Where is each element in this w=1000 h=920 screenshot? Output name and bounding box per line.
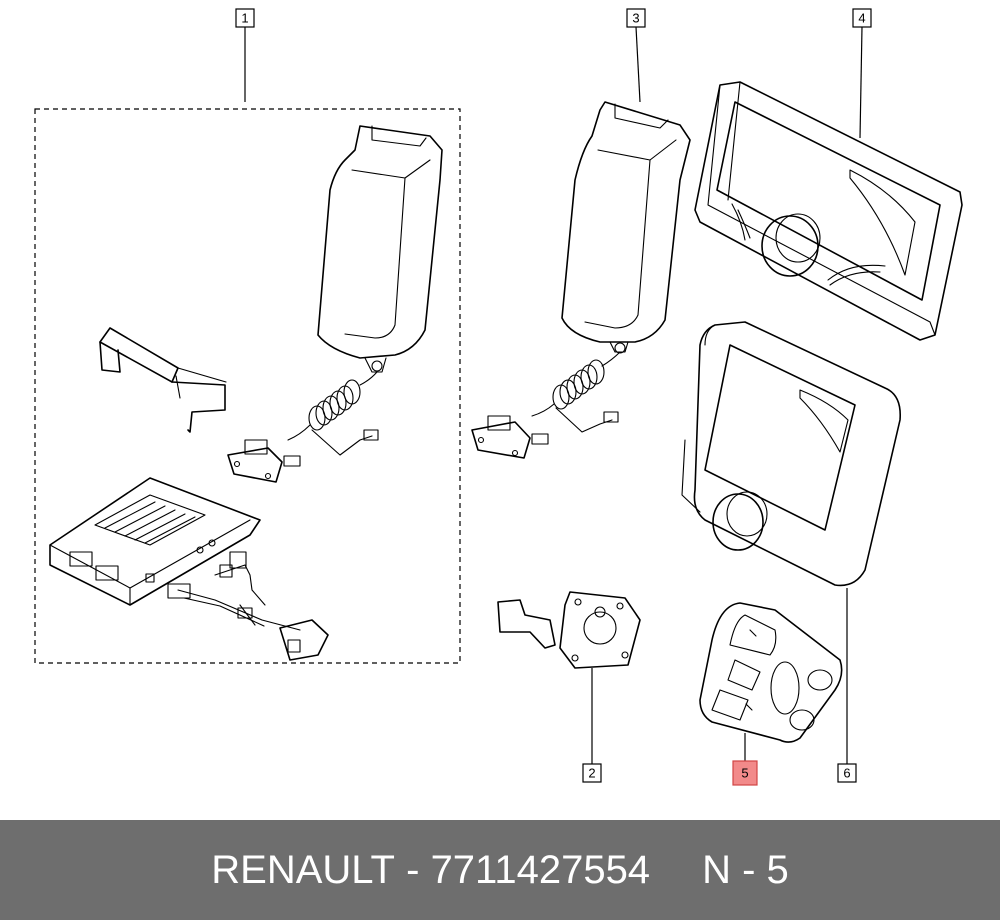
callout-label-4: 4 <box>858 11 865 26</box>
callout-label-1: 1 <box>241 11 248 26</box>
leader-line-3 <box>635 26 641 103</box>
callout-label-5: 5 <box>741 766 748 781</box>
coiled-cable <box>227 371 379 483</box>
part-info-footer: RENAULT - 7711427554 N - 5 <box>0 820 1000 920</box>
diagram-position: N - 5 <box>702 847 789 892</box>
leader-line-4 <box>859 26 863 139</box>
callout-3: 3 <box>626 8 646 28</box>
square-display-unit <box>681 321 902 587</box>
control-box <box>49 477 261 606</box>
kit-boundary-dashed <box>34 108 461 664</box>
wide-display-unit <box>694 81 963 341</box>
brand-name: RENAULT <box>211 847 395 892</box>
phone-cradle-part <box>471 101 691 459</box>
wiring-harness <box>167 551 329 661</box>
callout-4: 4 <box>852 8 872 28</box>
part-number: 7711427554 <box>430 847 651 892</box>
callout-2: 2 <box>582 763 602 783</box>
callout-label-6: 6 <box>843 766 850 781</box>
callout-6: 6 <box>837 763 857 783</box>
callout-5-highlighted: 5 <box>732 760 758 786</box>
callout-label-2: 2 <box>588 766 595 781</box>
bracket-plate <box>497 591 641 669</box>
mounting-bracket <box>99 327 227 433</box>
exploded-parts-diagram: 1 3 4 2 5 6 <box>34 8 963 786</box>
callout-1: 1 <box>235 8 255 28</box>
remote-control <box>699 602 843 743</box>
brand-separator: - <box>406 847 420 892</box>
callout-label-3: 3 <box>632 11 639 26</box>
phone-cradle-kit <box>317 125 443 373</box>
